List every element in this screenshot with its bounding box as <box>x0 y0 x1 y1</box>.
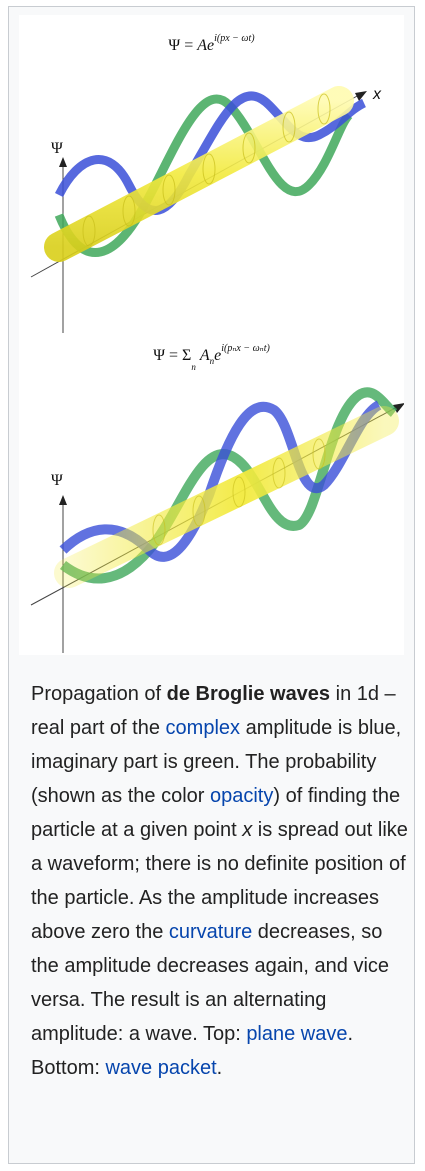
tube-rings <box>152 438 326 546</box>
real-part-ribbon <box>54 91 367 215</box>
wave-packet-figure: Ψ = Σn Anei(pₙx − ωₙt) <box>19 335 404 655</box>
link-complex[interactable]: complex <box>165 717 241 739</box>
caption-variable-x: x <box>242 819 253 841</box>
plane-wave-figure: Ψ = Aei(px − ωt) <box>19 15 404 335</box>
formula-amplitude: A <box>199 347 210 364</box>
formula-sum-symbol: Σ <box>182 347 192 364</box>
formula-base: Ae <box>197 37 215 54</box>
caption-bold-term: de Broglie waves <box>166 683 331 705</box>
psi-axis-label: Ψ <box>51 140 63 157</box>
wave-packet-formula: Ψ = Σn Anei(pₙx − ωₙt) <box>19 343 404 372</box>
x-axis-label: x <box>372 86 382 103</box>
formula-equals: = <box>169 347 179 364</box>
probability-tube <box>44 86 354 262</box>
tube-rings <box>82 93 331 247</box>
real-part-ribbon <box>59 400 382 562</box>
wave-packet-illustration: Ψ x <box>30 387 404 653</box>
x-axis-arrow-icon <box>393 403 404 413</box>
link-wave-packet[interactable]: wave packet <box>105 1057 217 1079</box>
y-axis-arrow-icon <box>59 157 67 167</box>
image-caption: Propagation of de Broglie waves in 1d – … <box>31 683 408 1079</box>
link-curvature[interactable]: curvature <box>168 921 253 943</box>
formula-exponent: i(pₙx − ωₙt) <box>221 343 270 354</box>
formula-amplitude-subscript: n <box>209 356 215 366</box>
psi-axis-label: Ψ <box>51 472 63 489</box>
plane-wave-illustration: Ψ x <box>30 86 382 333</box>
link-opacity[interactable]: opacity <box>209 785 274 807</box>
formula-sum-index: n <box>191 362 196 372</box>
link-plane-wave[interactable]: plane wave <box>246 1023 348 1045</box>
formula-exponent: i(px − ωt) <box>214 33 255 44</box>
probability-tube <box>54 406 399 588</box>
formula-equals: = <box>184 37 194 54</box>
y-axis-arrow-icon <box>59 495 67 505</box>
image-thumbnail: Ψ = Aei(px − ωt) <box>8 6 415 1164</box>
imaginary-part-ribbon <box>54 94 353 257</box>
x-axis-arrow-icon <box>355 91 367 101</box>
formula-psi: Ψ <box>153 347 165 364</box>
formula-e: e <box>214 347 222 364</box>
plane-wave-formula: Ψ = Aei(px − ωt) <box>19 33 404 55</box>
image-area[interactable]: Ψ = Aei(px − ωt) <box>19 15 404 655</box>
formula-psi: Ψ <box>168 37 181 54</box>
